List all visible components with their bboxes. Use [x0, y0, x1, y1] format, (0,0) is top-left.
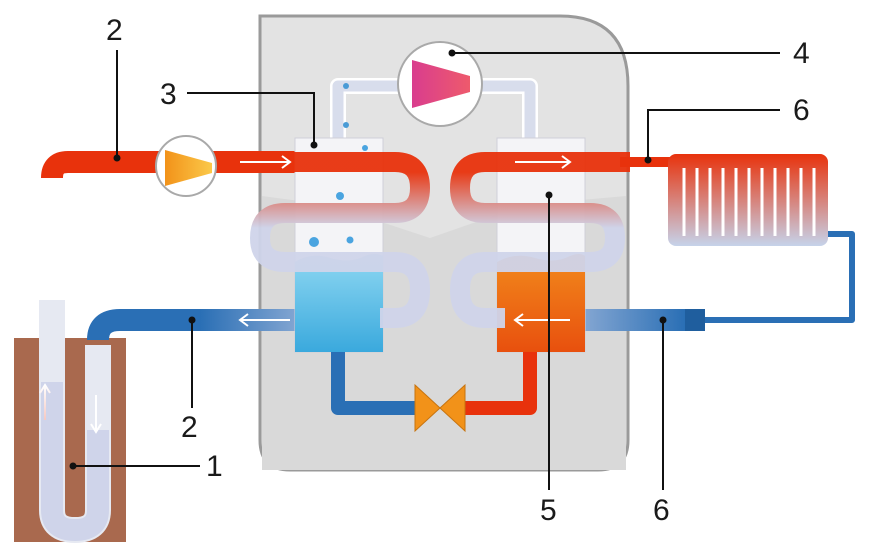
label-compressor: 4	[793, 37, 810, 70]
label-pipe-bottom: 2	[181, 411, 198, 444]
label-heating-bottom: 6	[653, 494, 670, 527]
label-ground-loop: 1	[206, 450, 223, 483]
refrigerant-pipes-top	[330, 78, 538, 138]
flow-arrow-icon	[39, 155, 572, 434]
label-heating-top: 6	[793, 94, 810, 127]
refrigerant-line-bottom	[331, 352, 537, 415]
evaporator	[250, 137, 430, 353]
label-condenser: 5	[540, 494, 557, 527]
condenser	[450, 137, 630, 353]
brine-supply-pipe	[41, 151, 310, 179]
compressor-icon	[397, 41, 483, 127]
label-pipe-top: 2	[106, 14, 123, 47]
leader-lines	[69, 49, 780, 490]
expansion-valve-icon	[414, 383, 466, 433]
pump-icon	[155, 135, 217, 197]
label-evaporator: 3	[160, 78, 177, 111]
radiator-icon	[668, 154, 828, 246]
